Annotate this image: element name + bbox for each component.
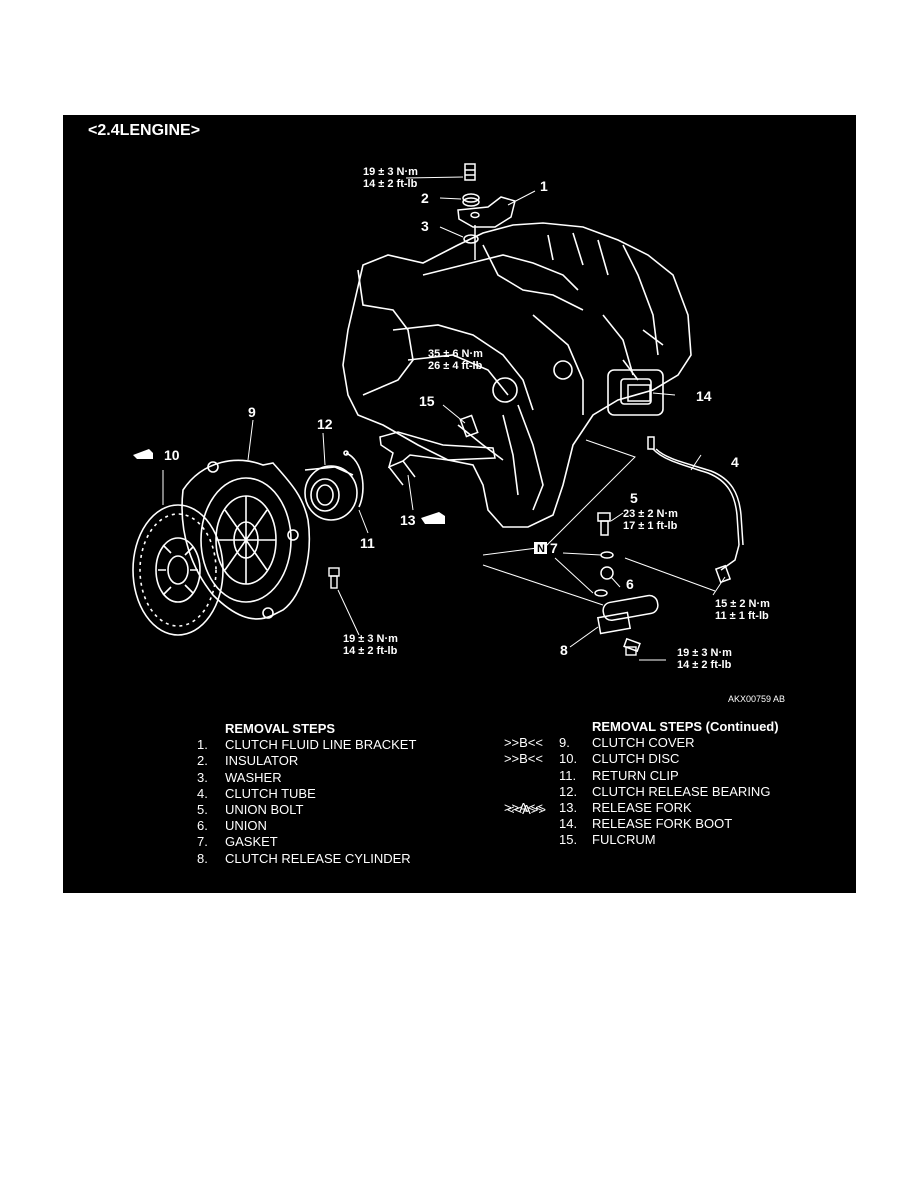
callout-15: 15 <box>419 393 435 409</box>
new-part-letter: N <box>537 543 545 555</box>
diagram-panel: N 1 2 3 4 5 6 7 8 9 10 11 12 13 14 15 19… <box>63 115 856 893</box>
clutch-cover <box>181 459 311 620</box>
callout-4: 4 <box>731 454 739 470</box>
clutch-tube <box>647 436 744 584</box>
step-number: 6. <box>197 818 208 834</box>
step-number: 14. <box>559 816 578 832</box>
step-number: 4. <box>197 785 208 801</box>
step-row: 1. CLUTCH FLUID LINE BRACKET <box>191 737 546 753</box>
exploded-view-diagram: N 1 2 3 4 5 6 7 8 9 10 11 12 13 14 15 19… <box>132 163 785 704</box>
step-row: 7. GASKET <box>191 834 546 850</box>
step-number: 7. <box>197 834 208 850</box>
lubricant-icon-13 <box>421 512 445 524</box>
step-number: 12. <box>559 783 578 799</box>
torque-top-bolt-imperial: 14 ± 2 ft-lb <box>363 178 418 190</box>
torque-cover-bolt-imperial: 14 ± 2 ft-lb <box>343 645 398 657</box>
step-label: CLUTCH DISC <box>592 751 680 767</box>
callout-8: 8 <box>560 642 568 658</box>
torque-cylinder-bolt-metric: 19 ± 3 N·m <box>677 647 732 659</box>
clutch-disc <box>132 504 224 636</box>
torque-top-bolt-metric: 19 ± 3 N·m <box>363 166 418 178</box>
step-marker: >>B<< <box>503 751 543 767</box>
step-label: CLUTCH TUBE <box>225 785 316 801</box>
steps-title: REMOVAL STEPS (Continued) <box>592 719 779 734</box>
callout-1: 1 <box>540 178 548 194</box>
step-label: RETURN CLIP <box>592 767 679 783</box>
callout-5: 5 <box>630 490 638 506</box>
step-label: UNION BOLT <box>225 801 304 817</box>
torque-clutch-tube-imperial: 11 ± 1 ft-lb <box>715 610 769 622</box>
new-part-icon <box>534 542 547 554</box>
bolts <box>328 567 637 656</box>
callout-9: 9 <box>248 404 256 420</box>
step-number: 13. <box>559 799 578 815</box>
step-row: <<A>> 5. UNION BOLT <box>191 802 546 818</box>
step-label: WASHER <box>225 769 282 785</box>
step-number: 11. <box>559 767 577 783</box>
step-label: CLUTCH COVER <box>592 735 695 751</box>
step-label: CLUTCH RELEASE BEARING <box>592 783 771 799</box>
steps-title: REMOVAL STEPS <box>225 721 336 736</box>
step-number: 9. <box>559 735 570 751</box>
step-number: 2. <box>197 753 208 769</box>
transaxle-housing <box>342 222 692 528</box>
step-row: 8. CLUTCH RELEASE CYLINDER <box>191 851 546 867</box>
step-label: INSULATOR <box>225 753 299 769</box>
release-fork <box>379 384 651 486</box>
step-row: 15. FULCRUM <box>413 832 803 848</box>
bearing-and-clip <box>304 450 364 521</box>
step-label: GASKET <box>225 834 278 850</box>
torque-cylinder-bolt-imperial: 14 ± 2 ft-lb <box>677 659 732 671</box>
release-cylinder <box>596 594 659 653</box>
callout-10: 10 <box>164 447 180 463</box>
step-number: 10. <box>559 751 578 767</box>
step-row: 11. RETURN CLIP <box>413 768 803 784</box>
callout-14: 14 <box>696 388 712 404</box>
torque-cover-bolt-metric: 19 ± 3 N·m <box>343 633 398 645</box>
step-row: 3. WASHER <box>191 770 546 786</box>
step-number: 8. <box>197 850 208 866</box>
callout-3: 3 <box>421 218 429 234</box>
step-label: CLUTCH FLUID LINE BRACKET <box>225 737 417 753</box>
step-marker: >>A<< <box>503 799 543 815</box>
step-marker: >>B<< <box>503 735 543 751</box>
torque-union-bolt-metric: 23 ± 2 N·m <box>623 508 678 520</box>
callout-2: 2 <box>421 190 429 206</box>
callout-7: 7 <box>550 540 558 556</box>
step-row: >>B<< 9. CLUTCH COVER <box>413 735 803 751</box>
step-label: UNION <box>225 818 267 834</box>
callout-11: 11 <box>360 535 375 551</box>
step-label: FULCRUM <box>592 832 656 848</box>
step-label: RELEASE FORK BOOT <box>592 816 733 832</box>
step-label: RELEASE FORK <box>592 799 692 815</box>
step-row: >>B<< 10. CLUTCH DISC <box>413 751 803 767</box>
engine-heading: <2.4LENGINE> <box>88 122 201 139</box>
torque-fulcrum-metric: 35 ± 6 N·m <box>428 348 483 360</box>
torque-clutch-tube-metric: 15 ± 2 N·m <box>715 598 770 610</box>
step-number: 3. <box>197 769 208 785</box>
callout-12: 12 <box>317 416 333 432</box>
step-row: >>A<< 13. RELEASE FORK <box>413 800 803 816</box>
step-row: 14. RELEASE FORK BOOT <box>413 816 803 832</box>
removal-steps: REMOVAL STEPS 1. CLUTCH FLUID LINE BRACKET… <box>191 721 546 867</box>
leader-lines <box>162 176 726 661</box>
lubricant-icon-10 <box>133 449 153 459</box>
step-row: 2. INSULATOR <box>191 753 546 769</box>
callout-13: 13 <box>400 512 416 528</box>
torque-fulcrum-imperial: 26 ± 4 ft-lb <box>428 360 483 372</box>
callout-6: 6 <box>626 576 634 592</box>
union-parts <box>594 512 614 597</box>
bracket-assembly <box>457 163 516 260</box>
torque-union-bolt-imperial: 17 ± 1 ft-lb <box>623 520 678 532</box>
step-label: CLUTCH RELEASE CYLINDER <box>225 850 411 866</box>
step-marker: <<A>> <box>506 801 546 817</box>
step-number: 15. <box>559 832 578 848</box>
step-number: 5. <box>197 801 208 817</box>
step-number: 1. <box>197 737 208 753</box>
figure-code: AKX00759 AB <box>728 694 785 704</box>
step-row: 12. CLUTCH RELEASE BEARING <box>413 784 803 800</box>
step-row: 4. CLUTCH TUBE <box>191 786 546 802</box>
removal-steps-continued: REMOVAL STEPS (Continued) >>B<< 9. CLUTCH C… <box>413 719 803 849</box>
step-row: 6. UNION <box>191 818 546 834</box>
